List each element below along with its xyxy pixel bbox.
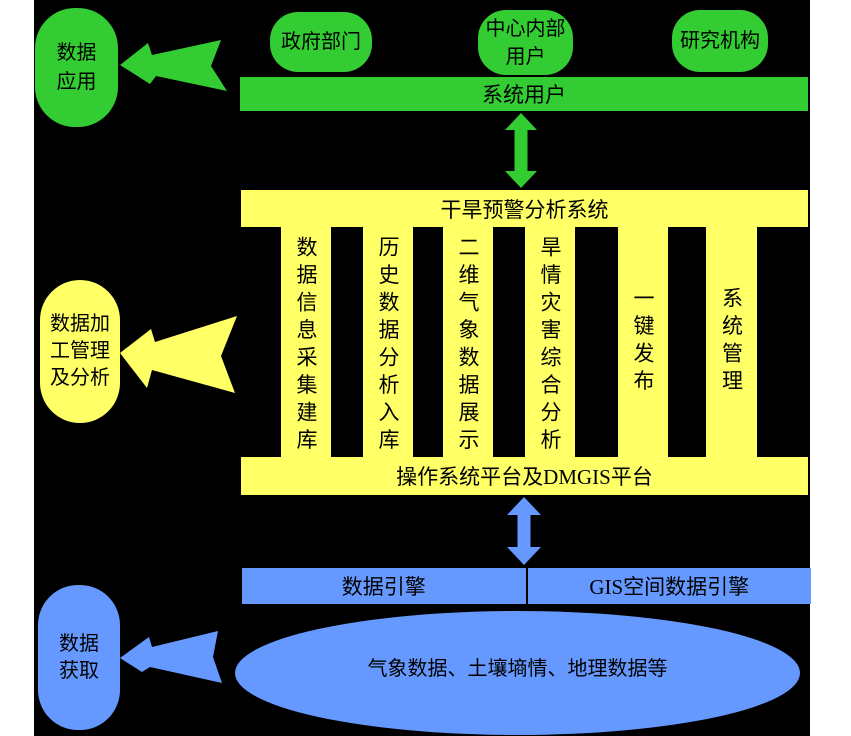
column-data-collection: 数据信息采集建库 [281, 227, 331, 457]
double-arrow-users-system-icon [505, 113, 537, 188]
arrow-data-application-icon [120, 40, 227, 91]
node-research-label: 研究机构 [680, 30, 760, 52]
column-data-collection-label: 数据信息采集建库 [294, 236, 318, 456]
column-system-management-label: 系统管理 [719, 287, 744, 397]
node-center-users-line1: 中心内部 [485, 17, 566, 40]
cell-gis-spatial-engine-label: GIS空间数据引擎 [589, 575, 750, 599]
node-government-departments: 政府部门 [270, 12, 372, 72]
bar-drought-warning-analysis-system: 干旱预警分析系统 [241, 190, 808, 227]
engine-bar-divider [525, 568, 528, 604]
bar-operating-platform-label: 操作系统平台及DMGIS平台 [396, 465, 653, 489]
cell-data-engine-label: 数据引擎 [341, 575, 426, 599]
node-government-label: 政府部门 [281, 31, 361, 53]
node-center-users-line2: 用户 [505, 45, 546, 68]
column-drought-disaster-analysis: 旱情灾害综合分析 [525, 227, 575, 457]
cell-gis-spatial-engine: GIS空间数据引擎 [528, 568, 812, 604]
node-center-internal-users: 中心内部 用户 [478, 10, 573, 75]
double-arrow-platform-engine-icon [507, 497, 541, 565]
node-data-sources: 气象数据、土壤墒情、地理数据等 [235, 611, 800, 735]
arrow-data-acquisition-icon [120, 631, 222, 683]
column-2d-meteorological: 二维气象数据展示 [443, 227, 493, 457]
node-data-processing-line2: 工管理 [50, 340, 110, 362]
bar-drought-warning-label: 干旱预警分析系统 [440, 197, 609, 222]
column-2d-meteorological-label: 二维气象数据展示 [456, 236, 480, 456]
cell-data-engine: 数据引擎 [242, 568, 526, 604]
node-data-processing-line3: 及分析 [50, 367, 110, 389]
node-data-processing: 数据加 工管理 及分析 [40, 280, 120, 423]
bar-system-users-label: 系统用户 [482, 83, 566, 107]
column-one-key-publish: 一键发布 [618, 227, 668, 457]
column-historical-data: 历史数据分析入库 [363, 227, 413, 457]
node-data-application: 数据 应用 [35, 8, 118, 127]
column-drought-disaster-label: 旱情灾害综合分析 [538, 236, 562, 456]
node-data-acquisition-line1: 数据 [59, 632, 99, 655]
node-research-institutions: 研究机构 [672, 10, 768, 72]
node-data-processing-line1: 数据加 [50, 313, 110, 335]
column-system-management: 系统管理 [706, 227, 757, 457]
node-data-acquisition: 数据 获取 [38, 585, 120, 730]
node-data-application-line2: 应用 [56, 70, 97, 93]
node-data-application-line1: 数据 [56, 41, 97, 64]
column-historical-data-label: 历史数据分析入库 [376, 236, 400, 456]
bar-operating-platform: 操作系统平台及DMGIS平台 [241, 457, 808, 495]
bar-data-engines: 数据引擎 GIS空间数据引擎 [242, 568, 811, 604]
column-one-key-publish-label: 一键发布 [631, 287, 655, 397]
bar-system-users: 系统用户 [240, 77, 808, 111]
node-data-sources-label: 气象数据、土壤墒情、地理数据等 [367, 657, 668, 680]
node-data-acquisition-line2: 获取 [59, 659, 99, 682]
arrow-data-processing-icon [120, 316, 237, 393]
